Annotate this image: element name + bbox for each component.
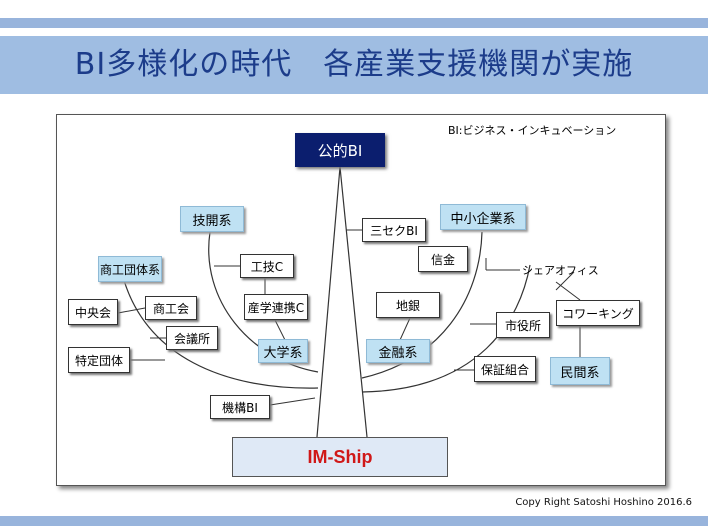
shokokai-box: 商工会 xyxy=(145,296,197,320)
sangaku-box: 産学連携C xyxy=(244,294,308,320)
hosho-box: 保証組合 xyxy=(474,356,536,382)
sansek-box: 三セクBI xyxy=(362,218,426,242)
kaigisho-box: 会議所 xyxy=(166,326,218,350)
gikai-box: 技開系 xyxy=(180,206,244,232)
shokodantai-box: 商工団体系 xyxy=(98,256,162,282)
coworking-box: コワーキング xyxy=(556,300,640,326)
shiyakusho-box: 市役所 xyxy=(496,312,550,338)
page-title: BI多様化の時代 各産業支援機関が実施 xyxy=(74,47,634,82)
minkan-box: 民間系 xyxy=(550,357,610,385)
chuokai-box: 中央会 xyxy=(68,299,118,325)
imship-box: IM-Ship xyxy=(232,437,448,477)
public-bi-box: 公的BI xyxy=(295,133,385,167)
bottom-accent-bar xyxy=(0,516,708,526)
tokutei-box: 特定団体 xyxy=(68,347,130,373)
chusho-box: 中小企業系 xyxy=(440,204,526,230)
copyright-text: Copy Right Satoshi Hoshino 2016.6 xyxy=(515,497,692,508)
daigaku-box: 大学系 xyxy=(258,339,308,363)
bi-definition-note: BI:ビジネス・インキュベーション xyxy=(448,124,617,137)
kogi-box: 工技C xyxy=(240,254,294,278)
kinyu-box: 金融系 xyxy=(366,339,430,363)
shinkin-box: 信金 xyxy=(418,246,468,272)
share-office-label: シェアオフィス xyxy=(522,264,599,277)
title-bar xyxy=(0,36,708,94)
chigin-box: 地銀 xyxy=(376,292,440,318)
kikou-box: 機構BI xyxy=(210,395,270,419)
top-accent-bar xyxy=(0,18,708,28)
